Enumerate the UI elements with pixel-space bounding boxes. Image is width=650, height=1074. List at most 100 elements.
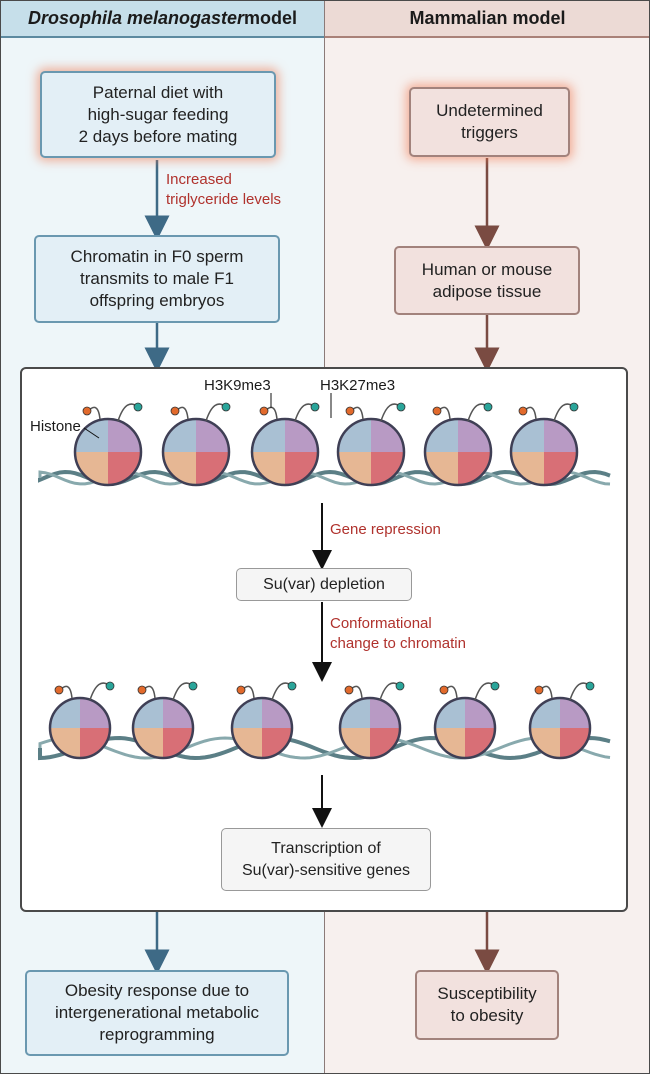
nucleosome: [336, 402, 406, 487]
histone-quadrant: [458, 419, 491, 452]
susceptibility-box: Susceptibility to obesity: [415, 970, 559, 1040]
histone-leader-line: [83, 427, 100, 439]
suvar-depletion-box: Su(var) depletion: [236, 568, 412, 601]
histone-quadrant: [196, 452, 229, 485]
h3k27me3-mark: [395, 681, 405, 691]
histone-quadrant: [108, 452, 141, 485]
nucleosome: [433, 681, 500, 760]
histone-quadrant: [465, 698, 495, 728]
dna-wrap: [528, 696, 592, 760]
adipose-tissue-box: Human or mouse adipose tissue: [394, 246, 580, 315]
paternal-diet-box: Paternal diet with high-sugar feeding 2 …: [40, 71, 276, 158]
condensed-chromatin-row: [38, 402, 611, 487]
mammalian-column-title: Mammalian model: [325, 0, 650, 38]
histone-quadrant: [370, 698, 400, 728]
conformational-change-label: Conformational change to chromatin: [330, 615, 466, 652]
obesity-response-box: Obesity response due to intergenerationa…: [25, 970, 289, 1056]
h3k9me3-mark: [54, 685, 64, 695]
nucleosome: [250, 402, 320, 487]
dna-wrap: [509, 417, 579, 487]
nucleosome: [73, 402, 143, 487]
histone-quadrant: [338, 419, 371, 452]
histone-quadrant: [252, 419, 285, 452]
dna-wrap: [131, 696, 195, 760]
histone-quadrant: [163, 452, 196, 485]
h3k27me3-mark: [287, 681, 297, 691]
histone-quadrant: [252, 452, 285, 485]
dna-wrap: [48, 696, 112, 760]
histone-quadrant: [163, 728, 193, 758]
gene-repression-label: Gene repression: [330, 521, 441, 538]
dna-wrap: [433, 696, 497, 760]
nucleosome: [161, 402, 231, 487]
histone-quadrant: [371, 419, 404, 452]
histone-quadrant: [435, 728, 465, 758]
dna-wrap: [161, 417, 231, 487]
h3k9me3-mark: [518, 406, 528, 416]
h3k27me3-mark: [569, 402, 579, 412]
histone-quadrant: [133, 728, 163, 758]
histone-quadrant: [544, 452, 577, 485]
h3k27me3-mark: [105, 681, 115, 691]
histone-quadrant: [75, 452, 108, 485]
nucleosome: [48, 681, 115, 760]
nucleosome: [509, 402, 579, 487]
histone-quadrant: [133, 698, 163, 728]
histone-quadrant: [75, 419, 108, 452]
h3k9me3-mark: [534, 685, 544, 695]
histone-quadrant: [50, 728, 80, 758]
dna-wrap: [250, 417, 320, 487]
histone-quadrant: [285, 452, 318, 485]
nucleosome: [338, 681, 405, 760]
histone-quadrant: [232, 698, 262, 728]
histone-quadrant: [458, 452, 491, 485]
dna-strand: [38, 735, 611, 761]
h3k9me3-mark: [439, 685, 449, 695]
histone-quadrant: [262, 698, 292, 728]
h3k27me3-mark: [188, 681, 198, 691]
histone-quadrant: [163, 419, 196, 452]
nucleosome: [131, 681, 198, 760]
chromatin-sperm-box: Chromatin in F0 sperm transmits to male …: [34, 235, 280, 323]
histone-quadrant: [262, 728, 292, 758]
h3k27me3-mark: [221, 402, 231, 412]
h3k9me3-mark: [344, 685, 354, 695]
histone-quadrant: [530, 728, 560, 758]
h3k9me3-label: H3K9me3: [204, 377, 271, 394]
h3k27me3-mark: [490, 681, 500, 691]
histone-quadrant: [530, 698, 560, 728]
drosophila-column-title: Drosophila melanogaster model: [0, 0, 325, 38]
h3k27me3-mark: [133, 402, 143, 412]
dna-wrap: [338, 696, 402, 760]
histone-quadrant: [511, 419, 544, 452]
histone-quadrant: [425, 452, 458, 485]
h3k27me3-label: H3K27me3: [320, 377, 396, 394]
histone-quadrant: [544, 419, 577, 452]
histone-label: Histone: [30, 418, 81, 435]
histone-quadrant: [80, 728, 110, 758]
open-chromatin-row: [38, 681, 611, 761]
histone-quadrant: [338, 452, 371, 485]
dna-wrap: [230, 696, 294, 760]
histone-quadrant: [80, 698, 110, 728]
histone-quadrant: [108, 419, 141, 452]
histone-quadrant: [560, 698, 590, 728]
histone-quadrant: [285, 419, 318, 452]
nucleosome: [423, 402, 493, 487]
h3k9me3-mark: [259, 406, 269, 416]
h3k27me3-mark: [585, 681, 595, 691]
dna-strand: [38, 469, 611, 487]
histone-quadrant: [560, 728, 590, 758]
histone-quadrant: [511, 452, 544, 485]
h3k9me3-mark: [345, 406, 355, 416]
h3k9me3-mark: [82, 406, 92, 416]
h3k9me3-mark: [170, 406, 180, 416]
nucleosome: [230, 681, 297, 760]
h3k27me3-mark: [483, 402, 493, 412]
histone-quadrant: [340, 728, 370, 758]
h3k9me3-mark: [137, 685, 147, 695]
histone-quadrant: [465, 728, 495, 758]
dna-wrap: [423, 417, 493, 487]
